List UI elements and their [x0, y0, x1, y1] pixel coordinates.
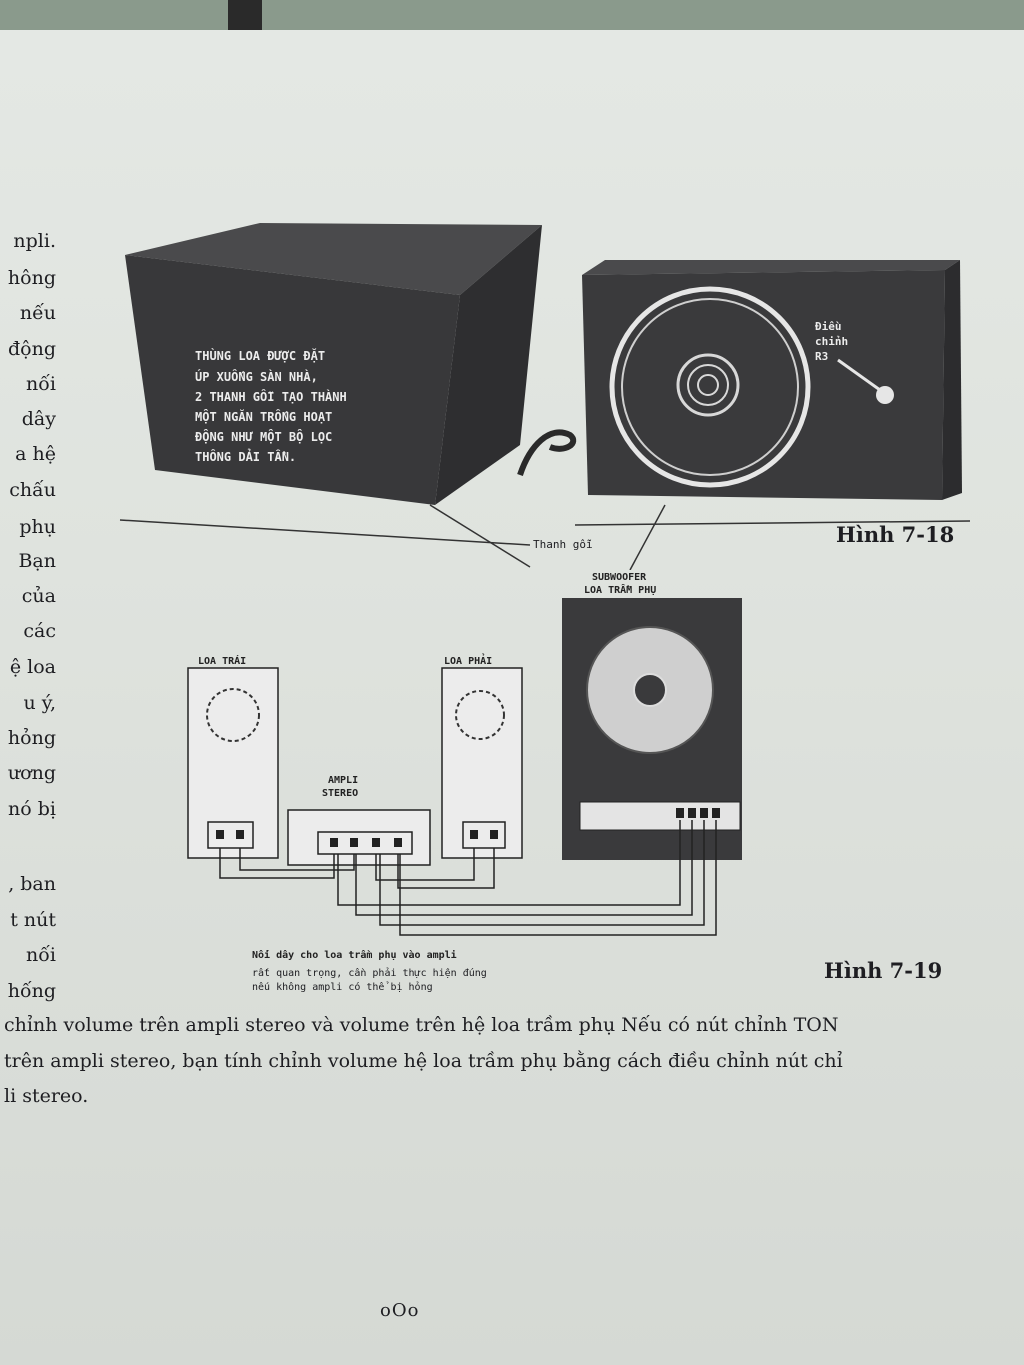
left-speaker-cone: [206, 688, 260, 742]
left-box-top: [125, 223, 542, 295]
margin-fragment: ương: [7, 762, 56, 784]
left-speaker: [187, 667, 279, 859]
wiring-note-line: Nối dây cho loa trầm phụ vào ampli: [252, 949, 457, 961]
margin-fragment: u ý,: [23, 692, 56, 714]
margin-fragment: nếu: [19, 302, 56, 324]
margin-fragment: chấu: [9, 479, 56, 501]
dial-knob-icon: [876, 386, 894, 404]
ampli-stereo: [287, 809, 431, 866]
margin-fragment: dây: [21, 408, 56, 430]
margin-fragment: ệ loa: [9, 656, 56, 678]
ampli-label: AMPLI: [328, 775, 358, 786]
margin-fragment: nối: [26, 944, 56, 966]
figure-7-19: LOA TRÁI LOA PHẢI AMPLI STEREO SUBWOOFER…: [187, 572, 742, 961]
box-text-line: MỘT NGĂN TRỐNG HOẠT: [195, 409, 332, 424]
left-box-side: [435, 225, 542, 505]
bar-label: Thanh gỗi: [533, 538, 593, 551]
margin-fragment: hống: [7, 980, 56, 1002]
ampli-label: STEREO: [322, 788, 358, 799]
box-text: THÙNG LOA ĐƯỢC ĐẶT ÚP XUỐNG SÀN NHÀ, 2 T…: [195, 348, 347, 464]
margin-fragment: nó bị: [8, 798, 56, 820]
body-text-line: chỉnh volume trên ampli stereo và volume…: [4, 1014, 839, 1036]
right-box-front: [582, 270, 945, 500]
dial-text-line: Điều: [815, 320, 842, 333]
subwoofer-label: SUBWOOFER: [592, 572, 647, 583]
body-text-line: li stereo.: [4, 1085, 89, 1107]
dial-text-line: R3: [815, 350, 828, 363]
right-speaker-cone: [455, 690, 505, 740]
wiring-note-line: nếu không ampli có thể bị hỏng: [252, 982, 433, 993]
dial-arrow: [837, 358, 881, 392]
figure-caption-7-18: Hình 7-18: [836, 522, 955, 547]
wiring-note-line: rất quan trọng, cần phải thực hiện đúng: [252, 968, 487, 979]
woofer-ring: [609, 286, 811, 488]
box-text-line: ĐỘNG NHƯ MỘT BỘ LỌC: [195, 429, 332, 444]
wiring-note: rất quan trọng, cần phải thực hiện đúng …: [252, 967, 487, 995]
right-speaker-label: LOA PHẢI: [444, 653, 492, 667]
margin-fragment: động: [7, 338, 56, 360]
box-text-line: ÚP XUỐNG SÀN NHÀ,: [195, 369, 318, 384]
margin-fragment: Bạn: [18, 550, 56, 572]
margin-fragment: t nút: [10, 909, 56, 931]
margin-fragment: nối: [26, 373, 56, 395]
margin-fragment: các: [23, 620, 56, 642]
figure-7-18: THÙNG LOA ĐƯỢC ĐẶT ÚP XUỐNG SÀN NHÀ, 2 T…: [119, 223, 971, 570]
subwoofer-label: LOA TRẦM PHỤ: [584, 583, 656, 596]
box-text-line: THÙNG LOA ĐƯỢC ĐẶT: [195, 348, 325, 363]
dial-text-line: chỉnh: [815, 335, 848, 348]
woofer-cone: [676, 353, 740, 417]
margin-fragment: a hệ: [15, 443, 56, 465]
wiring: [219, 820, 717, 936]
body-text-line: trên ampli stereo, bạn tính chỉnh volume…: [4, 1050, 843, 1072]
margin-fragment: , ban: [8, 873, 56, 895]
margin-fragment: của: [21, 585, 56, 607]
dial-text: Điều chỉnh R3: [815, 320, 848, 363]
left-speaker-label: LOA TRÁI: [198, 654, 246, 667]
right-box-side: [942, 260, 962, 500]
box-text-line: 2 THANH GỖI TẠO THÀNH: [195, 389, 347, 404]
cable-icon: [517, 429, 577, 476]
right-box-top: [582, 260, 960, 275]
figure-caption-7-19: Hình 7-19: [824, 958, 943, 983]
margin-fragment: hông: [7, 267, 56, 289]
book-page: npli. hông nếu động nối dây a hệ chấu ph…: [0, 30, 1024, 1365]
margin-fragment: npli.: [13, 230, 56, 252]
left-box-front: [125, 255, 460, 505]
margin-fragment: phụ: [19, 516, 56, 538]
page-number: oOo: [380, 1300, 420, 1321]
box-text-line: THÔNG DẢI TẦN.: [195, 448, 296, 464]
margin-fragment: hỏng: [7, 727, 56, 749]
right-speaker: [441, 667, 523, 859]
